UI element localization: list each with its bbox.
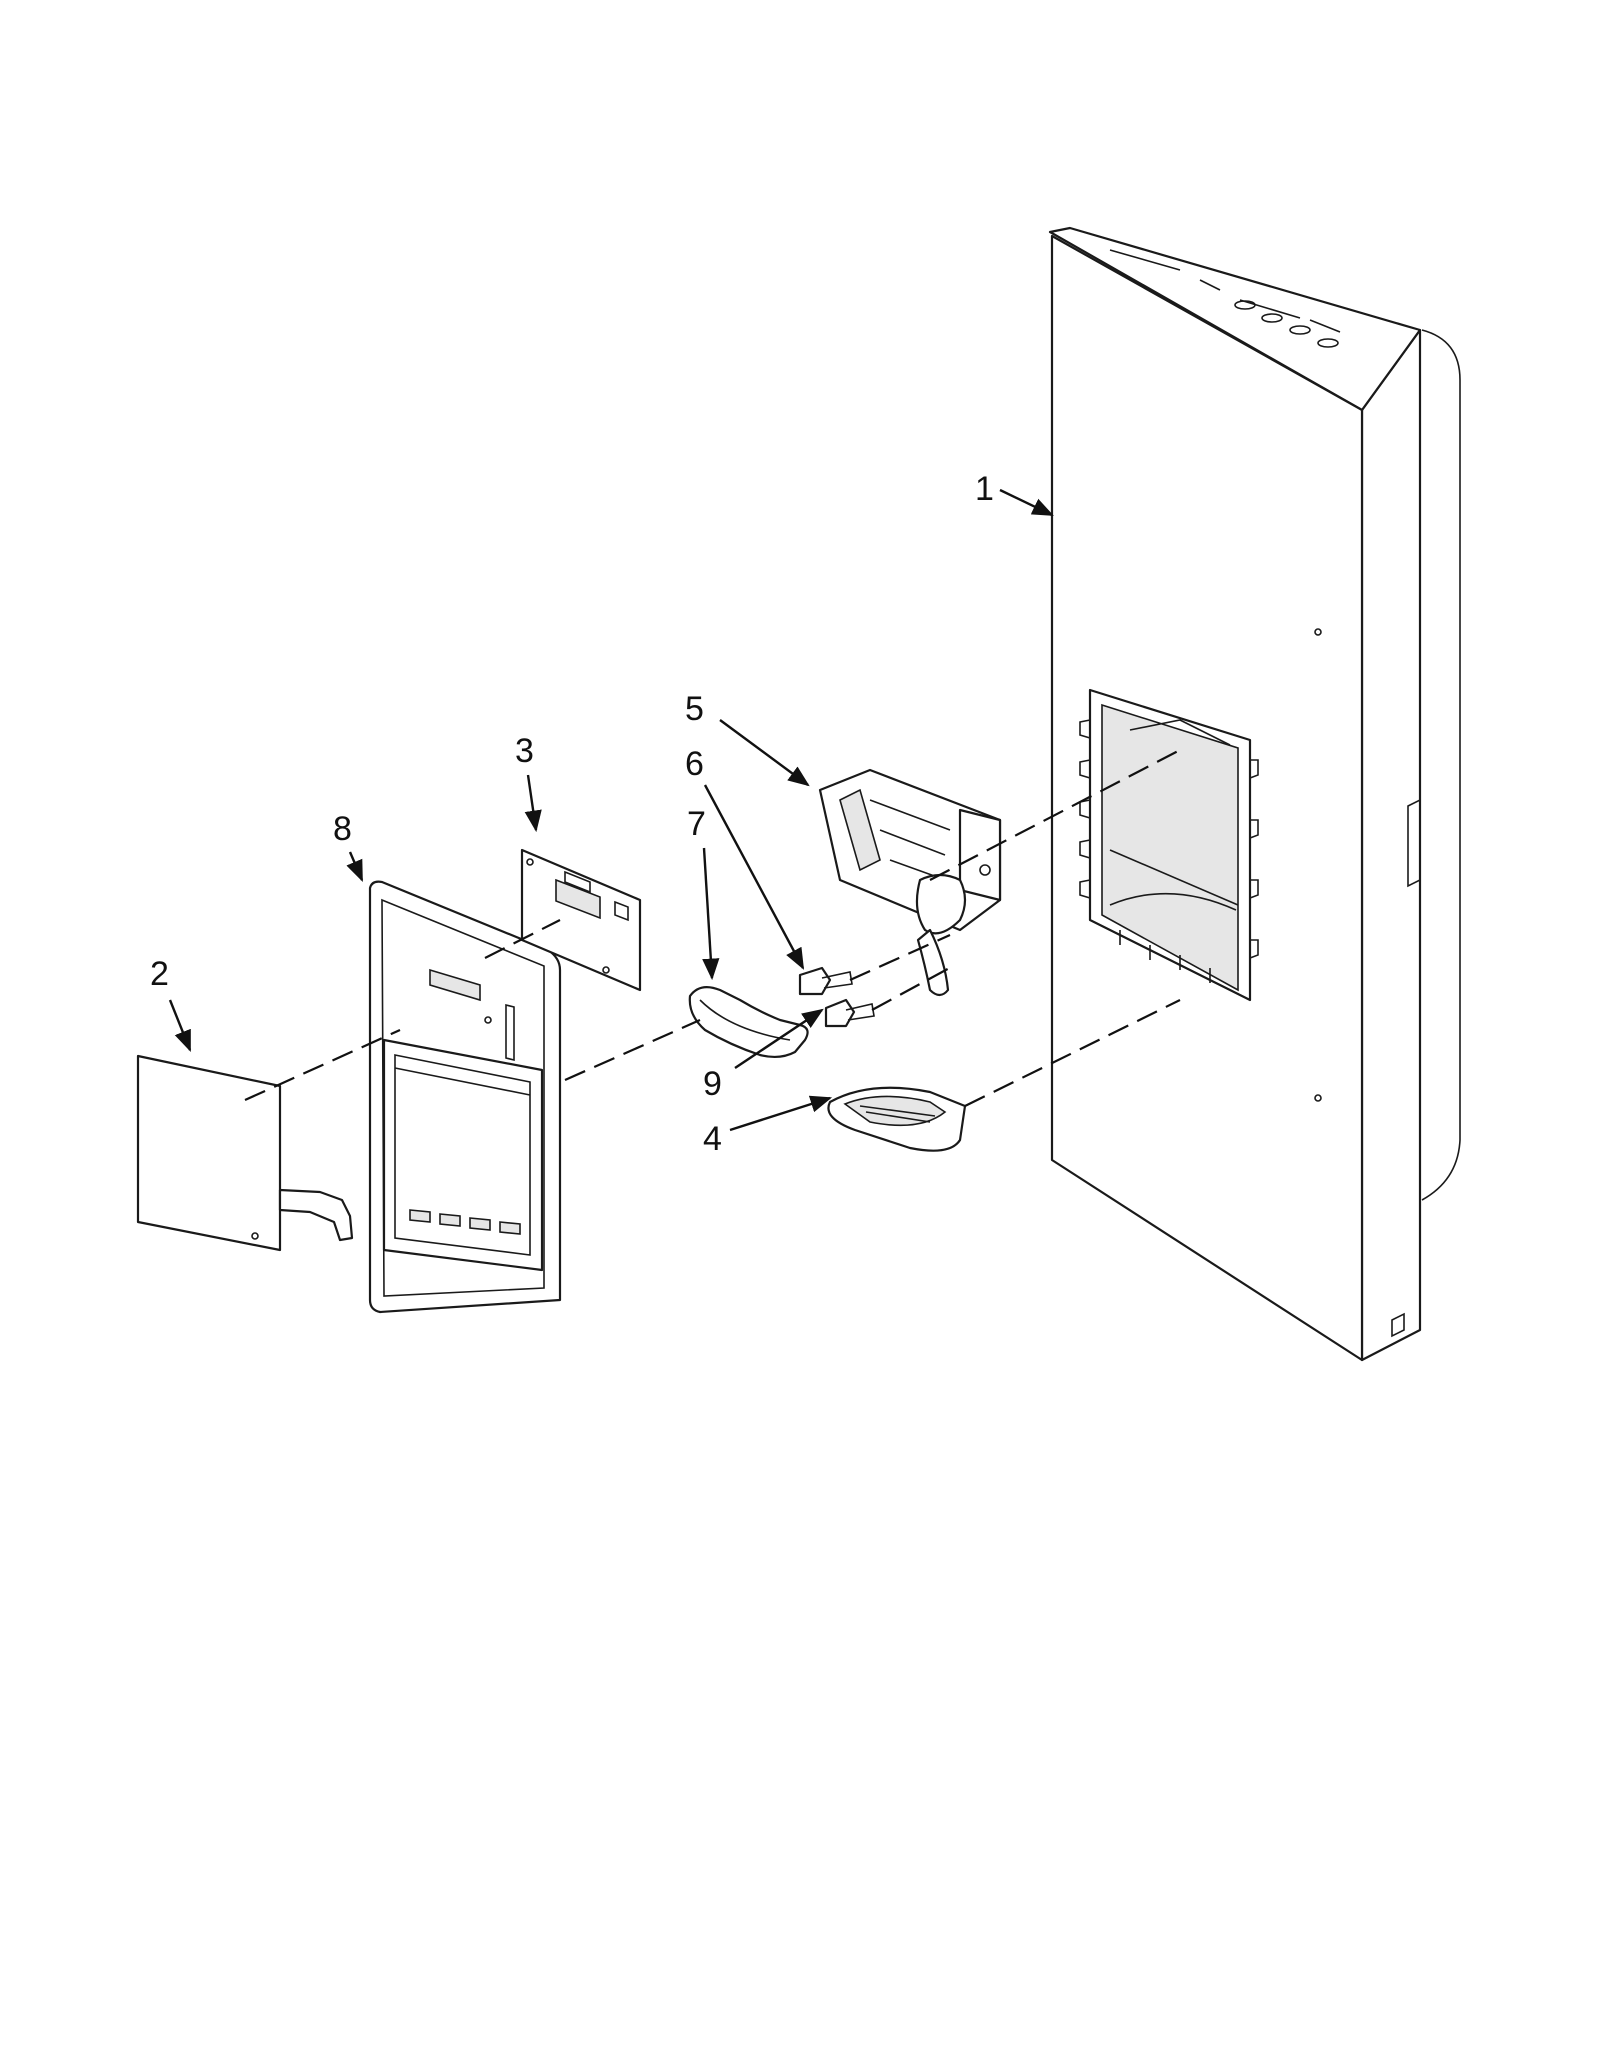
callout-9: 9 — [703, 1008, 824, 1103]
callout-8: 8 — [333, 810, 364, 882]
svg-text:1: 1 — [975, 470, 994, 508]
callout-5: 5 — [685, 690, 810, 787]
svg-text:4: 4 — [703, 1120, 722, 1158]
svg-text:6: 6 — [685, 745, 704, 783]
part-6-screw — [798, 966, 853, 996]
assembly-lines — [244, 749, 1181, 1107]
callout-6: 6 — [685, 745, 805, 970]
svg-text:8: 8 — [333, 810, 352, 848]
callout-1: 1 — [975, 470, 1054, 517]
svg-text:9: 9 — [703, 1065, 722, 1103]
part-4-drip-tray — [827, 1086, 967, 1152]
part-3-control-board — [520, 848, 642, 992]
svg-text:5: 5 — [685, 690, 704, 728]
part-5-dispenser-mechanism — [818, 768, 1002, 997]
svg-text:3: 3 — [515, 732, 534, 770]
callout-2: 2 — [150, 955, 192, 1053]
part-7-curved-trim — [688, 985, 809, 1059]
part-9-screw — [824, 998, 875, 1028]
callout-3: 3 — [515, 732, 542, 833]
callout-7: 7 — [687, 805, 720, 981]
part-8-dispenser-frame — [368, 880, 562, 1314]
svg-text:7: 7 — [687, 805, 706, 843]
part-1-door — [1048, 226, 1461, 1362]
part-2-panel-insert — [136, 1054, 354, 1252]
callout-4: 4 — [703, 1095, 833, 1158]
svg-text:2: 2 — [150, 955, 169, 993]
